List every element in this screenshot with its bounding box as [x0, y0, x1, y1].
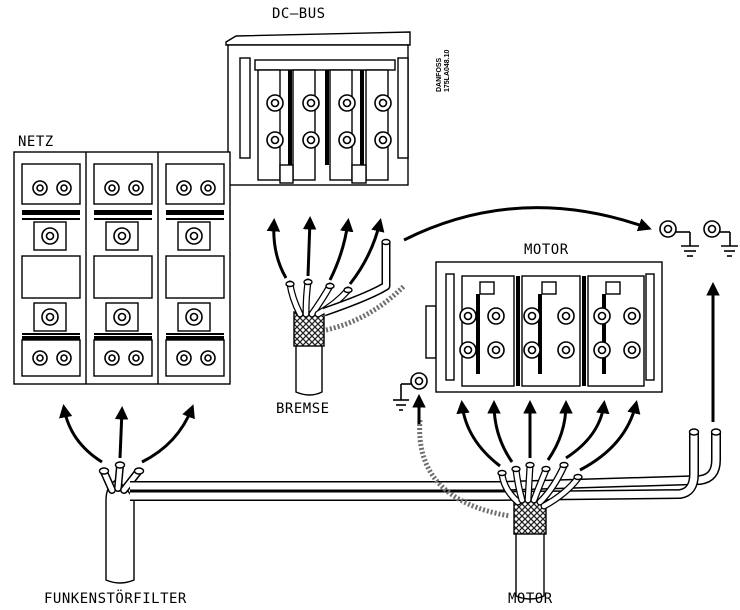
arrow-motor-6 [579, 400, 641, 472]
motor-block-bars [476, 276, 606, 386]
drawing-ref-line1: DANFOSS [436, 57, 443, 92]
netz-terminal-block [13, 151, 231, 385]
arrow-motor-5 [565, 399, 610, 460]
netz-screws [32, 180, 216, 366]
earth-conductors [130, 428, 722, 501]
ground-terminal-right-1 [659, 220, 699, 257]
netz-label: NETZ [18, 134, 54, 150]
arrow-bremse-3 [328, 217, 354, 281]
bremse-label: BREMSE [276, 401, 330, 417]
drawing-ref-line2: 175LA048.10 [444, 49, 451, 92]
motor-terminal-block [425, 261, 663, 393]
arrow-netz-1 [58, 404, 103, 464]
arrow-netz-2 [114, 405, 129, 459]
funkenstoerfilter-cable [98, 461, 145, 584]
arrow-motor-2 [487, 399, 514, 463]
motor-screws [459, 307, 641, 359]
dc-bus-screws [266, 94, 392, 149]
netz-busbar-bands [22, 210, 224, 340]
arrows [58, 206, 720, 472]
arrow-bremse-earth [403, 206, 652, 242]
arrow-motor-1 [456, 399, 501, 468]
dc-bus-label: DC–BUS [272, 6, 326, 22]
motor-cable-label: MOTOR [508, 591, 553, 607]
motor-cable [417, 419, 583, 600]
arrow-netz-3 [141, 404, 195, 464]
bremse-cable [285, 238, 406, 396]
funkenstoerfilter-label: FUNKENSTÖRFILTER [44, 591, 187, 607]
ground-terminal-left [393, 372, 428, 411]
arrow-bremse-2 [302, 215, 317, 277]
arrow-bremse-1 [266, 217, 288, 279]
ground-terminal-right-2 [703, 220, 738, 257]
arrow-motor-4 [546, 399, 573, 461]
arrow-bremse-4 [348, 218, 385, 285]
motor-block-label: MOTOR [524, 242, 569, 258]
